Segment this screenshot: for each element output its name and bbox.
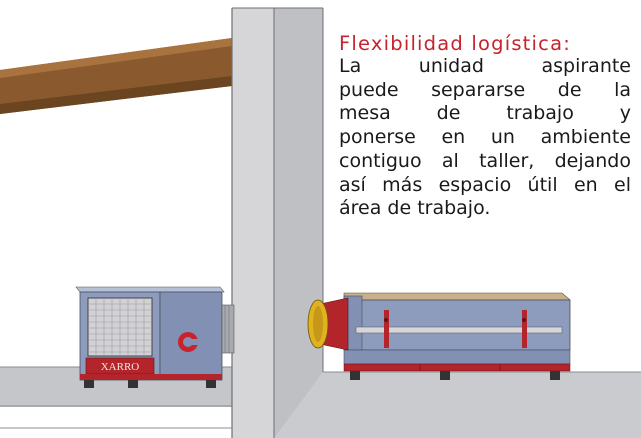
caption-body: La unidad aspirante puede separarse de l…: [339, 55, 631, 221]
right-floor: [272, 371, 641, 438]
brand-logo: XARRO: [101, 361, 140, 373]
caption-box: Flexibilidad logística: La unidad aspira…: [339, 32, 631, 221]
suction-unit: XARRO: [75, 286, 235, 388]
caption-title: Flexibilidad logística:: [339, 32, 571, 55]
caption-line: ponerse en un ambiente: [339, 126, 631, 149]
caption-line: puede separarse de la: [339, 78, 631, 101]
caption-line: mesa de trabajo y: [339, 102, 631, 125]
dividing-wall: [0, 7, 324, 438]
caption-line: La unidad aspirante: [339, 55, 631, 77]
caption-line: área de trabajo.: [339, 197, 491, 220]
ceiling-beam: [0, 38, 232, 114]
caption-line: así más espacio útil en el: [339, 173, 631, 196]
caption-line: contiguo al taller, dejando: [339, 149, 631, 172]
work-table: [307, 292, 571, 380]
